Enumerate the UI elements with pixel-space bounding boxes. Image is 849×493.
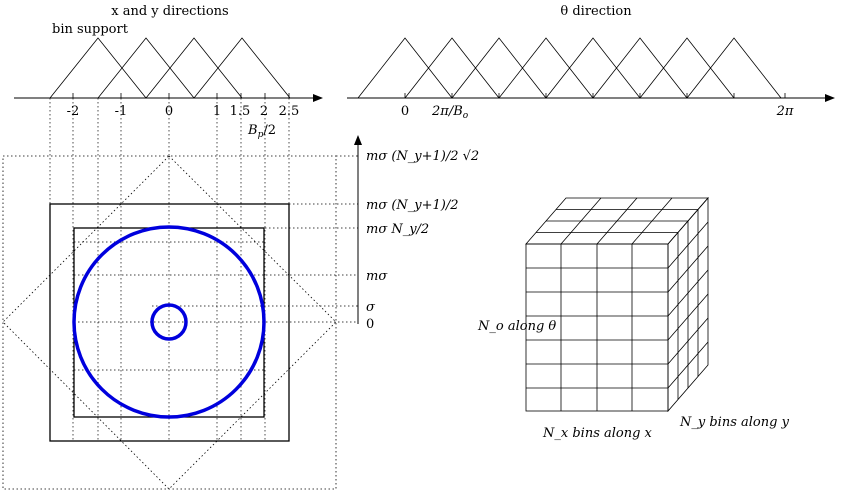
xy-tick-labels: -2 -1 0 1 1.5 2 2.5 (67, 104, 300, 119)
bin-support-label: bin support (52, 22, 129, 37)
v-label-2: mσ (N_y+1)/2 (366, 198, 459, 213)
vertical-axis-labels: mσ (N_y+1)/2 √2 mσ (N_y+1)/2 mσ N_y/2 mσ… (366, 149, 479, 332)
v-label-1: mσ (N_y+1)/2 √2 (366, 149, 479, 164)
outer-dotted-square (2, 155, 337, 490)
theta-tick-2pi-bo: 2π/Bo (431, 104, 469, 121)
cube-y-label: N_y bins along y (679, 415, 790, 430)
histogram-cube (525, 196, 709, 413)
projection-lines (49, 98, 358, 442)
small-blue-circle (150, 303, 188, 341)
cube-theta-label: N_o along θ (477, 319, 556, 334)
theta-tick-2pi: 2π (776, 104, 794, 119)
left-panel-title: x and y directions (111, 4, 228, 19)
xy-bin-triangles (49, 37, 291, 99)
bp-half-label: Bp/2 (247, 123, 276, 140)
tick-label: 2 (260, 104, 268, 119)
tick-label: 1.5 (230, 104, 251, 119)
v-label-3: mσ N_y/2 (366, 222, 429, 237)
v-label-5: σ (366, 300, 376, 315)
large-blue-circle (72, 225, 266, 419)
xy-axis-ticks (72, 93, 290, 98)
rotated-dotted-square (2, 155, 337, 490)
v-label-6: 0 (366, 317, 374, 332)
right-panel-title: θ direction (560, 4, 632, 19)
theta-bin-triangles (357, 37, 782, 99)
outer-solid-square (49, 203, 290, 442)
cube-x-label: N_x bins along x (542, 426, 653, 441)
v-label-4: mσ (366, 269, 388, 284)
theta-tick-zero: 0 (401, 104, 409, 119)
theta-axis-ticks (404, 93, 786, 98)
